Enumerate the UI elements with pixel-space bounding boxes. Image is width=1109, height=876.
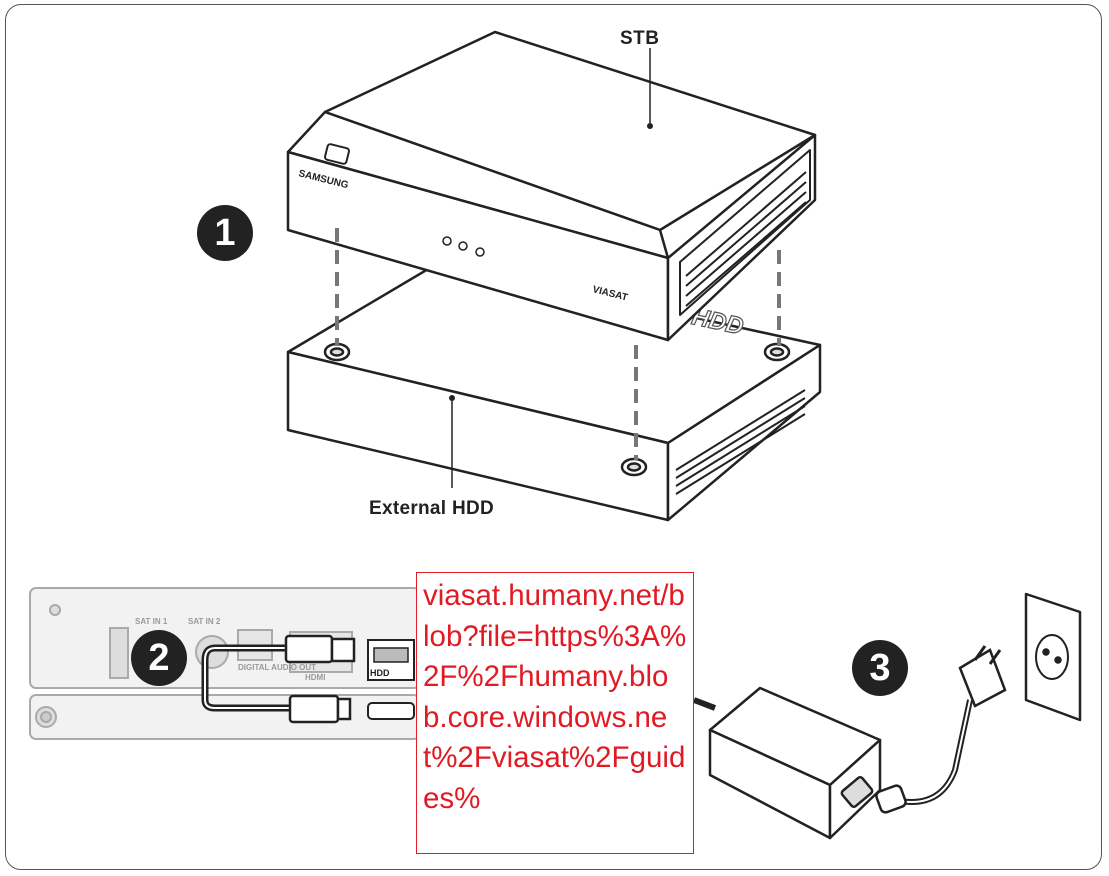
stb-back-panel: [29, 587, 421, 740]
alignment-dashes: [335, 228, 781, 460]
step-3-badge: 3: [852, 640, 908, 696]
hdmi-label: HDMI: [305, 673, 325, 682]
broken-image-url-overlay: viasat.humany.net/blob?file=https%3A%2F%…: [416, 572, 694, 854]
external-hdd-label: External HDD: [369, 498, 495, 519]
power-cord: [875, 645, 1007, 814]
wall-socket: [1024, 592, 1082, 722]
diagram-frame: [5, 4, 1102, 870]
usb-cable: [201, 634, 356, 724]
sat-in-2-label: SAT IN 2: [188, 617, 221, 626]
external-hdd-drawing: [286, 260, 822, 522]
step-2-badge: 2: [131, 630, 187, 686]
digital-audio-out-label: DIGITAL AUDIO OUT: [238, 663, 316, 672]
power-adapter: [692, 686, 882, 840]
stb-label: STB: [620, 28, 660, 49]
hdd-port-label: HDD: [370, 668, 390, 678]
url-overlay-text: viasat.humany.net/blob?file=https%3A%2F%…: [423, 579, 687, 815]
step-1-badge: 1: [197, 205, 253, 261]
sat-in-1-label: SAT IN 1: [135, 617, 168, 626]
stb-drawing: [286, 30, 817, 342]
